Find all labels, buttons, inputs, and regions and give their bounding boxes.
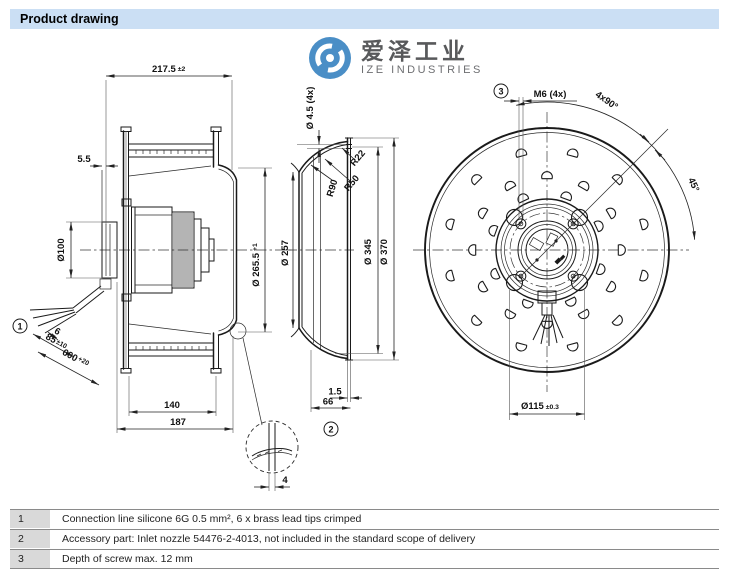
dim-cable-6: 6 [52, 326, 62, 338]
header-bar: Product drawing [10, 9, 719, 29]
dim-depth: 187 [170, 417, 186, 428]
callout-2-marker [323, 421, 339, 437]
nozzle-section-view: Ø 4.5 (4x) R22 R50 R90 Ø 257 Ø 345 Ø 370… [280, 87, 399, 437]
angle-dim-arc [516, 101, 696, 240]
bolt-circle [509, 212, 585, 288]
diagonal-45-line [520, 128, 669, 277]
dim-impeller-width: 140 [164, 400, 180, 411]
detail-bubble: 4 [242, 337, 299, 491]
cable-gland [99, 278, 112, 290]
note-number: 1 [10, 510, 50, 528]
callout-1-label: 1 [17, 322, 22, 332]
note-number: 3 [10, 550, 50, 568]
callout-3-label: 3 [498, 87, 503, 97]
callout-3-marker [493, 83, 509, 99]
motor-section [99, 198, 215, 302]
page-title: Product drawing [20, 12, 119, 26]
radius-r90: R90 [325, 178, 341, 198]
dim-screw-size: M6 (4x) [534, 89, 567, 100]
dim-outer-diameter: Ø 370 [379, 239, 390, 265]
dim-angle-45: 45° [685, 176, 701, 194]
note-number: 2 [10, 530, 50, 548]
brand-logo: 爱泽工业 IZE INDUSTRIES [308, 36, 483, 80]
radius-r22: R22 [348, 148, 368, 168]
front-view-drawing: M6 (4x) 3 4x90° 45° Ø115±0.3 [413, 83, 701, 420]
note-row-3: 3 Depth of screw max. 12 mm [10, 549, 719, 569]
notes-table: 1 Connection line silicone 6G 0.5 mm², 6… [10, 509, 719, 570]
dim-motor-diameter: Ø100 [56, 238, 67, 261]
dim-gap: 5.5 [77, 154, 91, 165]
connection-cable [29, 285, 105, 334]
note-text: Connection line silicone 6G 0.5 mm², 6 x… [62, 513, 362, 525]
dim-throat-diameter: Ø 257 [280, 240, 291, 266]
dim-hole-pattern: 4x90° [593, 89, 620, 112]
dim-bolt-circle: Ø 345 [363, 238, 374, 265]
dim-thickness: 1.5 [328, 387, 342, 398]
note-text: Accessory part: Inlet nozzle 54476-2-401… [62, 533, 476, 545]
dim-detail-gap: 4 [282, 475, 288, 486]
dim-inlet-diameter: Ø 265.5+1 [251, 243, 262, 287]
dim-cable-600: 600+20 [60, 347, 90, 370]
dim-hole-diameter: Ø 4.5 (4x) [305, 87, 316, 130]
callout-2-label: 2 [328, 425, 333, 435]
note-row-1: 1 Connection line silicone 6G 0.5 mm², 6… [10, 509, 719, 528]
brand-name-cn: 爱泽工业 [361, 38, 469, 64]
dim-nozzle-depth: 66 [323, 397, 334, 408]
brand-name-en: IZE INDUSTRIES [361, 64, 483, 76]
dim-cable-85: 85±10 [44, 331, 70, 352]
dim-hub-bolt-circle: Ø115±0.3 [521, 401, 559, 412]
note-row-2: 2 Accessory part: Inlet nozzle 54476-2-4… [10, 529, 719, 548]
callout-1-marker [12, 318, 28, 334]
note-text: Depth of screw max. 12 mm [62, 553, 193, 565]
hub-wires [532, 314, 564, 346]
dim-depth-total: 217.5±2 [152, 64, 186, 75]
detail-source-circle [229, 322, 247, 340]
logo-pinwheel-icon [309, 37, 351, 79]
side-view-drawing: 1 217.5±2 5.5 Ø100 6 85±10 600+20 140 18… [12, 64, 299, 491]
